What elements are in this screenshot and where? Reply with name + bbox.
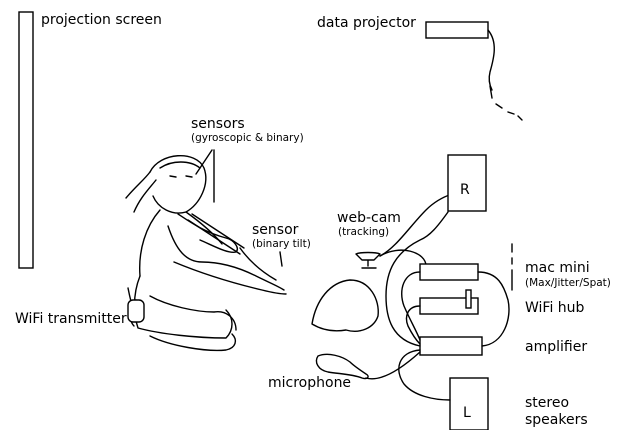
- webcam-cable: [379, 193, 453, 257]
- amplifier-label: amplifier: [525, 339, 587, 355]
- speaker-right-label: R: [460, 182, 470, 198]
- web-cam-sub-label: (tracking): [338, 226, 389, 238]
- mac-mini-shape: [419, 263, 479, 281]
- cable-amp-left-speaker: [398, 349, 451, 401]
- wifi-hub-antenna: [465, 289, 472, 309]
- amp-to-mac-cable: [477, 271, 510, 347]
- data-projector-label: data projector: [317, 15, 416, 31]
- sensor-label: sensor: [252, 222, 299, 238]
- cable-hub-amp: [405, 305, 421, 345]
- sensors-sub-label: (gyroscopic & binary): [191, 132, 304, 144]
- projector-cable-dashed: [489, 85, 523, 121]
- mac-mini-label: mac mini: [525, 260, 590, 276]
- projection-screen-shape: [18, 11, 34, 269]
- cable-mac-amp: [401, 271, 421, 341]
- speaker-left-label: L: [463, 405, 471, 421]
- amplifier-shape: [419, 336, 483, 356]
- sensors-pointer: [195, 149, 215, 203]
- microphone-shape: [315, 353, 369, 380]
- stereo-speakers-label-1: stereo: [525, 395, 569, 411]
- web-cam-label: web-cam: [337, 210, 401, 226]
- sensor-pointer: [279, 251, 283, 267]
- sensors-label: sensors: [191, 116, 245, 132]
- projector-cable: [487, 29, 495, 91]
- webcam-to-mac: [379, 249, 427, 267]
- speaker-left-shape: [449, 377, 489, 430]
- wifi-hub-label: WiFi hub: [525, 300, 585, 316]
- projection-screen-label: projection screen: [41, 12, 162, 28]
- cable-mic-amp: [365, 351, 421, 380]
- wifi-transmitter-shape: [127, 299, 145, 323]
- sensor-sub-label: (binary tilt): [252, 238, 311, 250]
- wifi-transmitter-label: WiFi transmitter: [15, 311, 127, 327]
- sensor-object-shape: [311, 279, 379, 332]
- cable-amp-right-speaker: [385, 211, 449, 347]
- data-projector-shape: [425, 21, 489, 39]
- speaker-right-shape: [447, 154, 487, 212]
- performer-figure: [125, 154, 287, 352]
- microphone-label: microphone: [268, 375, 351, 391]
- mac-mini-sub-label: (Max/Jitter/Spat): [525, 277, 611, 289]
- web-cam-shape: [355, 251, 381, 269]
- stereo-speakers-label-2: speakers: [525, 412, 588, 428]
